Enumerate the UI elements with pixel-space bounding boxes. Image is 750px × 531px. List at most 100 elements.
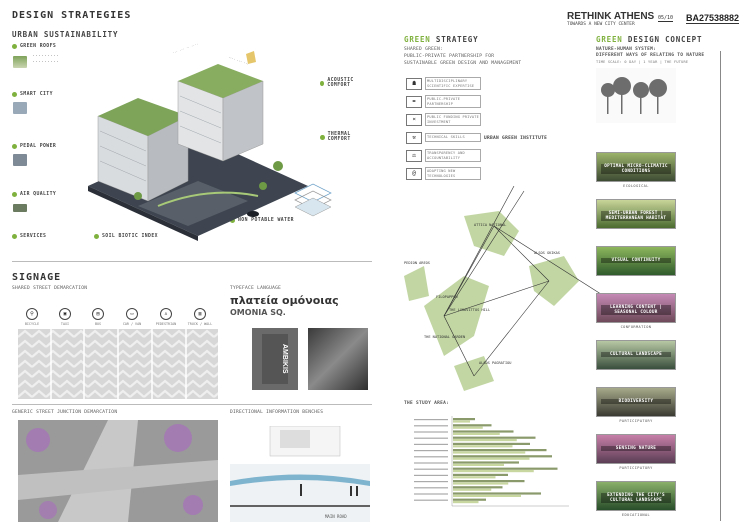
row-label-placeholder	[414, 493, 448, 495]
concept-label: VISUAL CONTINUITY	[601, 258, 671, 263]
divider	[12, 261, 372, 262]
row-label-placeholder	[414, 468, 448, 470]
map-label: PEDION AREOS	[404, 261, 430, 265]
bar-series-a	[453, 467, 558, 470]
concept-photo-tile: SEMI-URBAN FOREST | MEDITERRANEAN HABITA…	[596, 199, 676, 229]
air-icon	[12, 192, 17, 197]
bar-series-b	[453, 488, 492, 491]
partner-item: ⚖ TRANSPARENCY AND ACCOUNTABILITY	[406, 148, 484, 163]
sustainability-item: SMART CITY	[12, 92, 53, 97]
concept-photo-tile: VISUAL CONTINUITY	[596, 246, 676, 276]
pedal-power-thumbnail	[13, 154, 27, 166]
bar-series-b	[453, 445, 513, 448]
bar-series-a	[453, 449, 547, 452]
row-label-placeholder	[414, 443, 448, 445]
green-network-map: ATTICA NATIONAL PEDION AREOS ALSOS GKIKA…	[404, 186, 604, 391]
concept-caption: PARTICIPATORY	[619, 419, 653, 423]
bar-series-b	[453, 426, 483, 429]
sustainability-item: AIR QUALITY	[12, 192, 56, 197]
map-label: THE LYKAVITTOS HILL	[449, 308, 490, 312]
signage-sign-rendering: AMBIKIS	[252, 328, 298, 390]
latin-street-name: OMONIA SQ.	[230, 308, 286, 317]
smart-city-thumbnail	[13, 102, 27, 114]
page-title: DESIGN STRATEGIES	[12, 10, 132, 21]
map-label: THE NATIONAL GARDEN	[424, 335, 465, 339]
partnership-line-2: SUSTAINABLE GREEN DESIGN AND MANAGEMENT	[404, 61, 522, 66]
row-label-placeholder	[414, 481, 448, 483]
right-page: RETHINK ATHENS TOWARDS A NEW CITY CENTER…	[380, 6, 742, 525]
sign-label: AMBIKIS	[262, 334, 288, 384]
partner-item: ☗ MULTIDISCIPLINARY SCIENTIFIC EXPERTISE	[406, 76, 484, 91]
bar-series-b	[453, 432, 500, 435]
car-icon: ▭	[126, 308, 138, 320]
svg-text:··· ··· ·· ····: ··· ··· ·· ····	[172, 42, 199, 55]
bar-series-b	[453, 476, 496, 479]
concept-label: EXTENDING THE CITY'S CULTURAL LANDSCAPE	[601, 493, 671, 503]
thermal-comfort-diagram	[294, 183, 332, 217]
concept-label: SENSING NATURE	[601, 446, 671, 451]
concept-photo-tile: SENSING NATURE	[596, 434, 676, 464]
icon-caption: TAXI	[60, 322, 70, 326]
bar-series-b	[453, 470, 534, 473]
partner-item: ¤ PUBLIC FUNDING PRIVATE INVESTMENT	[406, 112, 484, 127]
team-icon: ☗	[406, 77, 422, 90]
row-label-placeholder	[414, 462, 448, 464]
bus-icon: ▤	[92, 308, 104, 320]
row-label-placeholder	[414, 456, 448, 458]
concept-photo-tile: BIODIVERSITY	[596, 387, 676, 417]
junction-rendering	[18, 420, 218, 522]
bar-series-a	[453, 473, 508, 476]
bar-series-b	[453, 463, 504, 466]
bar-series-b	[453, 451, 526, 454]
truck-icon: ▥	[194, 308, 206, 320]
bar-series-a	[453, 455, 552, 458]
row-label-placeholder	[414, 419, 448, 421]
icon-caption: CAR / VAN	[122, 322, 142, 326]
road-label: MAIN ROAD	[325, 514, 347, 519]
sustainability-item: NON POTABLE WATER	[230, 218, 294, 223]
concept-photo-tile: OPTIMAL MICRO-CLIMATIC CONDITIONS	[596, 152, 676, 182]
concept-caption: PARTICIPATORY	[619, 466, 653, 470]
row-label-placeholder	[414, 487, 448, 489]
partnership-line-1: PUBLIC-PRIVATE PARTNERSHIP FOR	[404, 54, 495, 59]
chart-title: THE STUDY AREA:	[404, 401, 450, 406]
bar-series-a	[453, 418, 475, 421]
greek-street-name: πλατεία ομόνοιας	[230, 294, 339, 307]
concept-caption: CONFORMATION	[620, 325, 652, 329]
green-roof-thumbnail	[13, 56, 27, 68]
map-green-area	[464, 211, 519, 256]
item-note: ··················	[32, 54, 60, 65]
brand-title: RETHINK ATHENS	[567, 11, 655, 22]
icon-caption: BUS	[94, 322, 102, 326]
scales-icon: ⚖	[406, 149, 422, 162]
section-title-green-design-concept: GREEN DESIGN CONCEPT	[596, 35, 703, 44]
bar-series-a	[453, 498, 486, 501]
sheet-code: BA27538882	[686, 13, 740, 24]
tools-icon: ⚒	[406, 131, 422, 144]
bar-series-a	[453, 430, 514, 433]
svg-text:···· ··· ···: ···· ··· ···	[228, 55, 250, 66]
subsection-title-directional: DIRECTIONAL INFORMATION BENCHES	[230, 410, 324, 415]
pedestrian-icon: ♙	[160, 308, 172, 320]
partner-item: ⚒ TECHNICAL SKILLS	[406, 130, 484, 145]
section-title-signage: SIGNAGE	[12, 272, 62, 283]
bar-series-b	[453, 494, 521, 497]
row-label-placeholder	[414, 450, 448, 452]
icon-caption: BICYCLE	[24, 322, 40, 326]
bar-series-b	[453, 439, 517, 442]
concept-photo-tile: CULTURAL LANDSCAPE	[596, 340, 676, 370]
concept-caption: EDUCATIONAL	[621, 513, 651, 517]
timeline-strip	[720, 51, 728, 521]
concept-label: CULTURAL LANDSCAPE	[601, 352, 671, 357]
subsection-title-junction: GENERIC STREET JUNCTION DEMARCATION	[12, 410, 118, 415]
sound-icon	[320, 80, 325, 86]
subsection-title-typeface: TYPEFACE LANGUAGE	[230, 286, 282, 291]
bar-series-b	[453, 501, 479, 504]
left-page: DESIGN STRATEGIES URBAN SUSTAINABILITY G…	[8, 6, 373, 525]
map-label: ALSOS GKIKAS	[534, 251, 560, 255]
row-label-placeholder	[414, 425, 448, 427]
brand-subtitle: TOWARDS A NEW CITY CENTER	[567, 22, 635, 27]
taxi-icon: ▣	[59, 308, 71, 320]
section-title-green-strategy: GREEN STRATEGY	[404, 35, 479, 44]
thermometer-icon	[320, 134, 325, 140]
